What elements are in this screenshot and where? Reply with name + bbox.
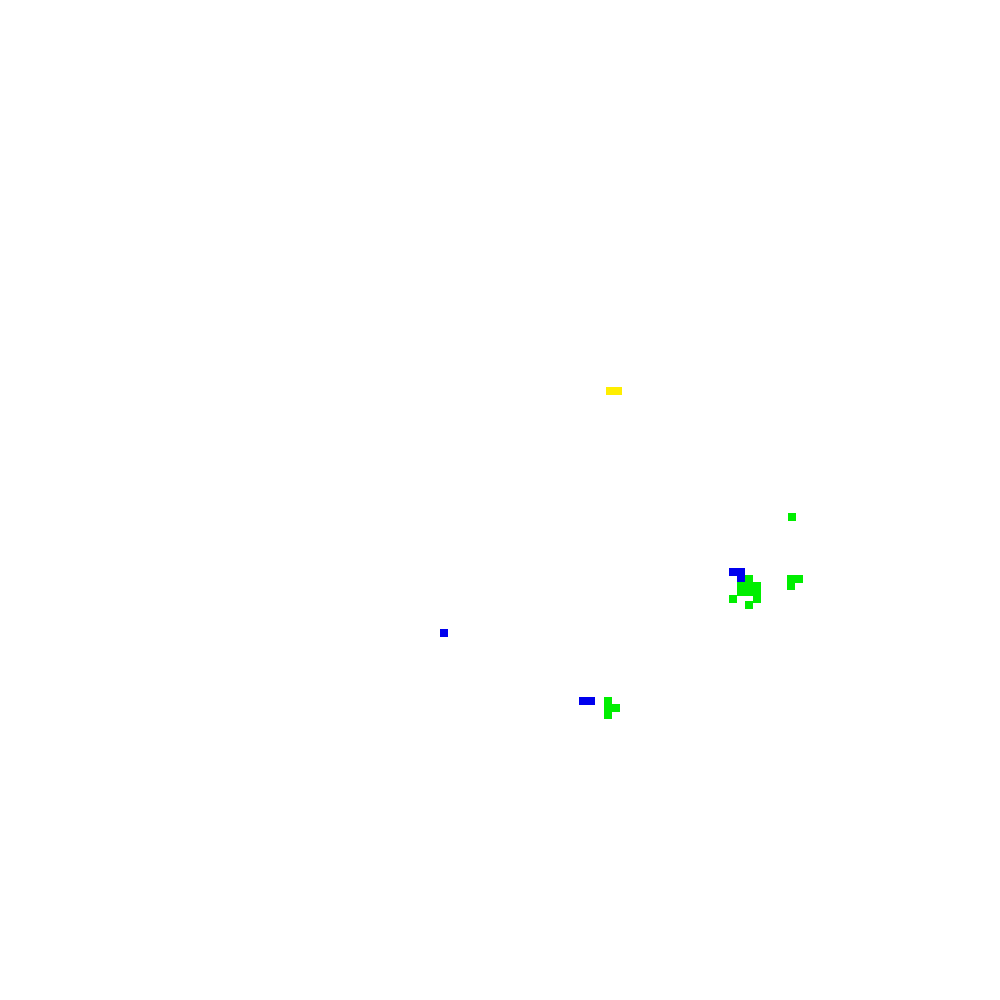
yellow-pixel-block [606,387,614,395]
green-pixel-block [612,704,620,712]
green-pixel-block [745,575,753,583]
green-pixel-block [795,575,803,583]
green-pixel-block [788,513,796,521]
blue-pixel-block [729,568,737,576]
green-pixel-block [787,582,795,590]
green-pixel-block [737,582,745,590]
blue-pixel-block [737,568,745,576]
green-pixel-block [753,595,761,603]
yellow-pixel-block [614,387,622,395]
blue-pixel-block [737,575,745,583]
green-pixel-block [745,601,753,609]
blue-pixel-block [579,697,587,705]
green-pixel-block [604,704,612,712]
green-pixel-block [729,595,737,603]
green-pixel-block [787,575,795,583]
green-pixel-block [753,582,761,590]
green-pixel-block [745,588,753,596]
green-pixel-block [753,588,761,596]
green-pixel-block [737,588,745,596]
green-pixel-block [604,711,612,719]
green-pixel-block [745,582,753,590]
blue-pixel-block [440,629,448,637]
green-pixel-block [604,697,612,705]
blue-pixel-block [587,697,595,705]
